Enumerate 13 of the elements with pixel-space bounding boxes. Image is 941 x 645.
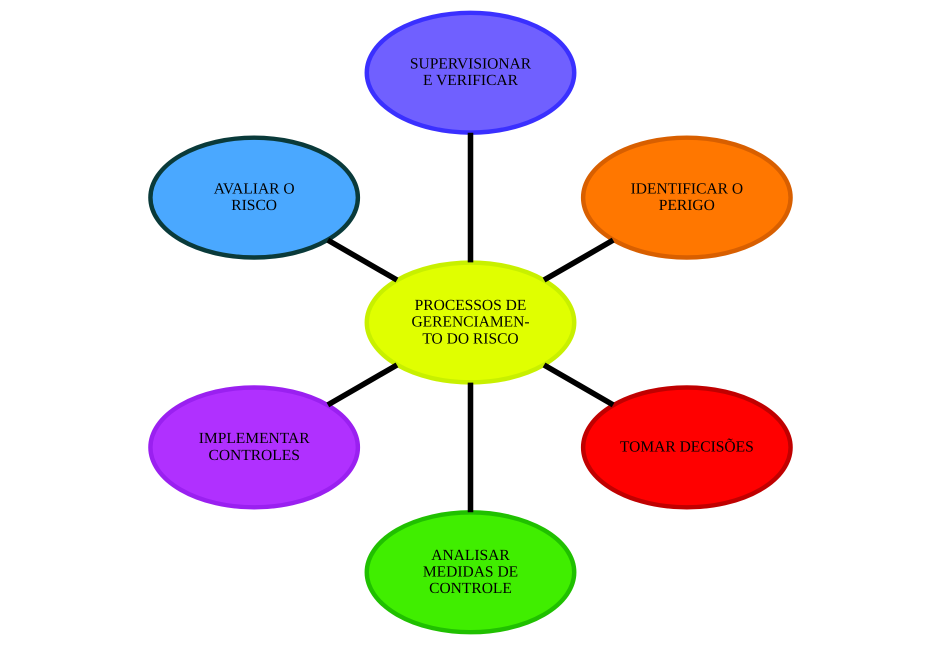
connector: [468, 132, 474, 262]
node-ellipse: SUPERVISIONAR E VERIFICAR: [364, 10, 576, 135]
connector: [326, 362, 398, 408]
node-ellipse: ANALISAR MEDIDAS DE CONTROLE: [364, 510, 576, 634]
connector: [542, 238, 615, 282]
connector: [326, 238, 398, 282]
connector: [468, 382, 474, 512]
node-ellipse: IMPLEMENTAR CONTROLES: [148, 385, 360, 510]
connector: [542, 362, 615, 408]
node-ellipse: TOMAR DECISÕES: [580, 385, 793, 510]
node-ellipse: AVALIAR O RISCO: [148, 135, 360, 260]
node-ellipse: IDENTIFICAR O PERIGO: [580, 135, 793, 260]
node-ellipse: PROCESSOS DE GERENCIAMEN- TO DO RISCO: [364, 260, 576, 385]
